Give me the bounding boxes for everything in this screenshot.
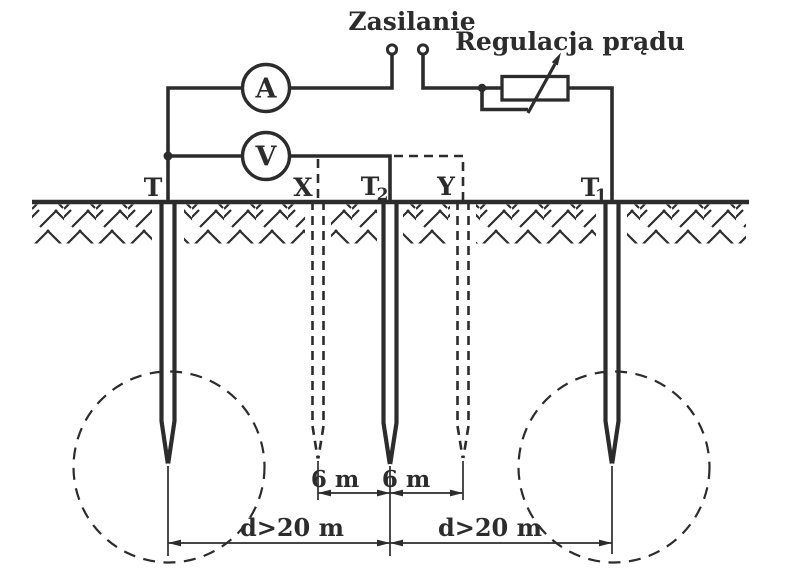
supply-terminals [385, 43, 430, 56]
soil-gap [450, 204, 476, 245]
electrode-label-T2-subscript: 2 [377, 185, 389, 205]
arrowhead-icon [377, 539, 390, 547]
soil-gap [152, 204, 184, 245]
electrode-label-T2: T [361, 172, 380, 201]
dimension-label-6m-left: 6 m [311, 466, 359, 493]
electrode-rod-T [159, 201, 177, 464]
probe-label-Y: Y [436, 172, 456, 201]
dimension-label-d20-right: d>20 m [438, 513, 542, 542]
junction-dot [163, 151, 173, 161]
supply-terminal-right [416, 43, 430, 56]
wire-voltmeter-to-T2 [288, 154, 392, 202]
rheostat-wiper-arrow-icon [551, 52, 561, 66]
labels: Zasilanie Regulacja prądu T X T 2 Y T 1 … [144, 7, 685, 542]
ammeter-icon [240, 62, 292, 114]
supply-terminal-left [385, 43, 399, 56]
dimension-label-6m-right: 6 m [382, 466, 430, 493]
electrode-label-T1-subscript: 1 [595, 186, 607, 206]
arrowhead-icon [390, 539, 403, 547]
power-supply-label: Zasilanie [348, 7, 475, 36]
dimension-label-d20-left: d>20 m [240, 513, 344, 542]
soil-gap [377, 204, 403, 245]
zone-circle-T1 [517, 370, 711, 564]
rheostat-wiper [526, 63, 557, 114]
wire-ammeter-to-supply [288, 54, 394, 90]
arrowhead-icon [450, 489, 463, 497]
voltmeter-label: V [255, 142, 278, 173]
wire-supply-to-rheostat [421, 54, 502, 90]
voltmeter-icon [240, 130, 292, 182]
solid-electrodes [159, 201, 621, 465]
arrowhead-icon [168, 539, 181, 547]
junction-dot [477, 83, 487, 93]
rheostat-symbol [500, 52, 570, 114]
wire-ammeter-to-T [166, 86, 244, 202]
arrowhead-icon [377, 489, 390, 497]
arrowhead-icon [599, 539, 612, 547]
probe-rod-X [311, 201, 325, 459]
electrode-rod-T1 [603, 201, 621, 464]
wire-rheostat-bypass [480, 88, 528, 112]
electrode-label-T1: T [581, 173, 600, 202]
arrowhead-icon [390, 489, 403, 497]
probe-rod-Y [456, 201, 470, 459]
probe-label-X: X [293, 173, 313, 202]
meters: A V [240, 62, 292, 182]
dashed-probes [311, 154, 470, 459]
rheostat-body [500, 74, 570, 102]
wire-rheostat-to-T1 [566, 86, 614, 202]
circuit-wires [166, 54, 614, 202]
ammeter-label: A [255, 74, 278, 105]
probe-wire-Y [394, 154, 465, 202]
ground-surface [32, 199, 749, 245]
soil-gap [305, 204, 331, 245]
influence-zones [72, 370, 711, 564]
dimension-arrowheads [168, 489, 612, 547]
current-regulation-label: Regulacja prądu [455, 27, 685, 56]
soil-gap [596, 204, 627, 245]
electrode-label-T: T [144, 173, 163, 202]
arrowhead-icon [318, 489, 331, 497]
electrode-rod-T2 [381, 201, 399, 465]
zone-circle-T [72, 370, 266, 564]
